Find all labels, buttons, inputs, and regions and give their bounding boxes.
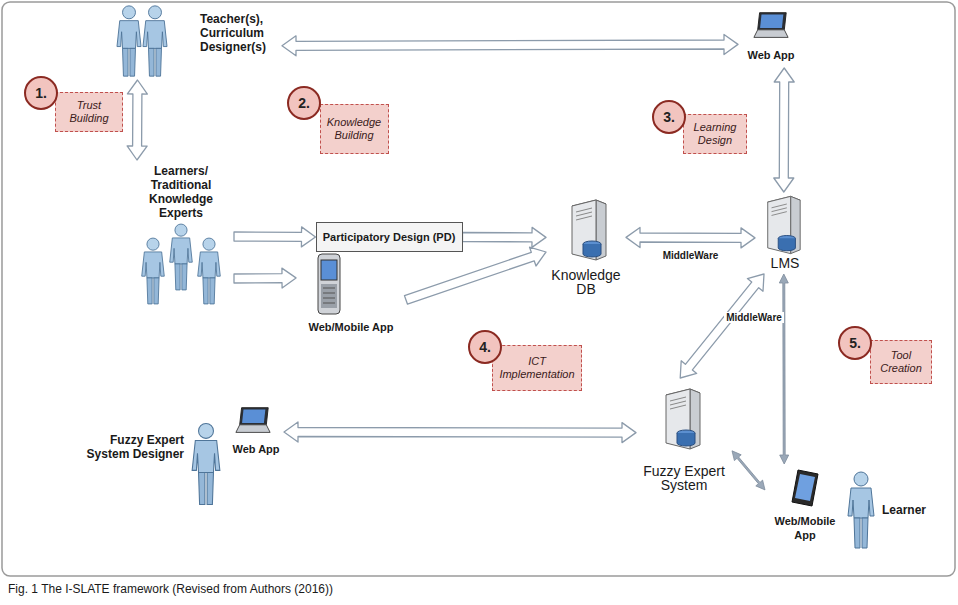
edge-label: MiddleWare xyxy=(724,312,784,323)
callout-box: Knowledge Building xyxy=(320,104,389,154)
callout-number: 5. xyxy=(849,335,861,351)
device-node: Web/Mobile App xyxy=(765,464,845,560)
node-label: LMS xyxy=(755,256,815,270)
block-arrow xyxy=(234,268,296,288)
person-node: Fuzzy Expert System Designer xyxy=(72,405,224,523)
step-number: 2. xyxy=(287,86,321,120)
block-arrow xyxy=(774,68,794,192)
node-label: Web App xyxy=(738,48,804,62)
block-arrow xyxy=(680,274,764,378)
device-node: Web App xyxy=(228,400,284,464)
step-number: 4. xyxy=(468,330,502,364)
person-group-node: Teacher(s), Curriculum Designer(s) xyxy=(110,4,282,80)
server-node: Knowledge DB xyxy=(546,196,626,308)
device-node: Web App xyxy=(738,6,804,68)
device-node: Web/Mobile App xyxy=(296,248,406,336)
step-number: 3. xyxy=(652,100,686,134)
block-arrow xyxy=(284,422,636,443)
block-arrow xyxy=(732,451,765,490)
block-arrow xyxy=(779,274,788,464)
callout-box: Learning Design xyxy=(683,114,747,154)
block-arrow xyxy=(234,227,316,247)
step-number: 5. xyxy=(838,326,872,360)
node-label: Learners/ Traditional Knowledge Experts xyxy=(136,164,226,220)
block-arrow xyxy=(127,80,147,160)
block-arrow xyxy=(282,35,738,56)
person-group-node: Learners/ Traditional Knowledge Experts xyxy=(128,160,234,310)
edge-label: MiddleWare xyxy=(661,250,721,261)
callout-number: 4. xyxy=(479,339,491,355)
node-label: Fuzzy Expert System Designer xyxy=(72,433,184,461)
server-node: LMS xyxy=(755,192,815,274)
callout-box: Tool Creation xyxy=(870,340,932,384)
callout-box: Trust Building xyxy=(55,92,123,132)
callout-number: 2. xyxy=(298,95,310,111)
node-label: Web App xyxy=(224,442,288,456)
node-label: Fuzzy Expert System xyxy=(636,464,732,492)
block-arrow xyxy=(626,228,755,248)
callout-box: ICT Implementation xyxy=(492,345,582,391)
node-label: Teacher(s), Curriculum Designer(s) xyxy=(200,12,280,54)
node-label: Web/Mobile App xyxy=(770,514,840,542)
figure-caption: Fig. 1 The I-SLATE framework (Revised fr… xyxy=(8,582,333,596)
phase-label: Tool Creation xyxy=(880,349,922,375)
node-label: Learner xyxy=(882,503,942,517)
phase-label: ICT Implementation xyxy=(499,355,574,381)
callout-number: 3. xyxy=(663,109,675,125)
block-arrow xyxy=(405,247,547,304)
person-node: Learner xyxy=(850,465,946,553)
process-box: Participatory Design (PD) xyxy=(316,222,463,252)
step-number: 1. xyxy=(24,76,58,110)
block-arrow xyxy=(463,227,547,247)
node-label: Participatory Design (PD) xyxy=(323,231,456,243)
callout-number: 1. xyxy=(35,85,47,101)
phase-label: Trust Building xyxy=(69,99,108,125)
node-label: Web/Mobile App xyxy=(296,320,406,334)
phase-label: Learning Design xyxy=(694,121,737,147)
server-node: Fuzzy Expert System xyxy=(636,378,732,518)
node-label: Knowledge DB xyxy=(546,268,626,296)
phase-label: Knowledge Building xyxy=(327,116,381,142)
